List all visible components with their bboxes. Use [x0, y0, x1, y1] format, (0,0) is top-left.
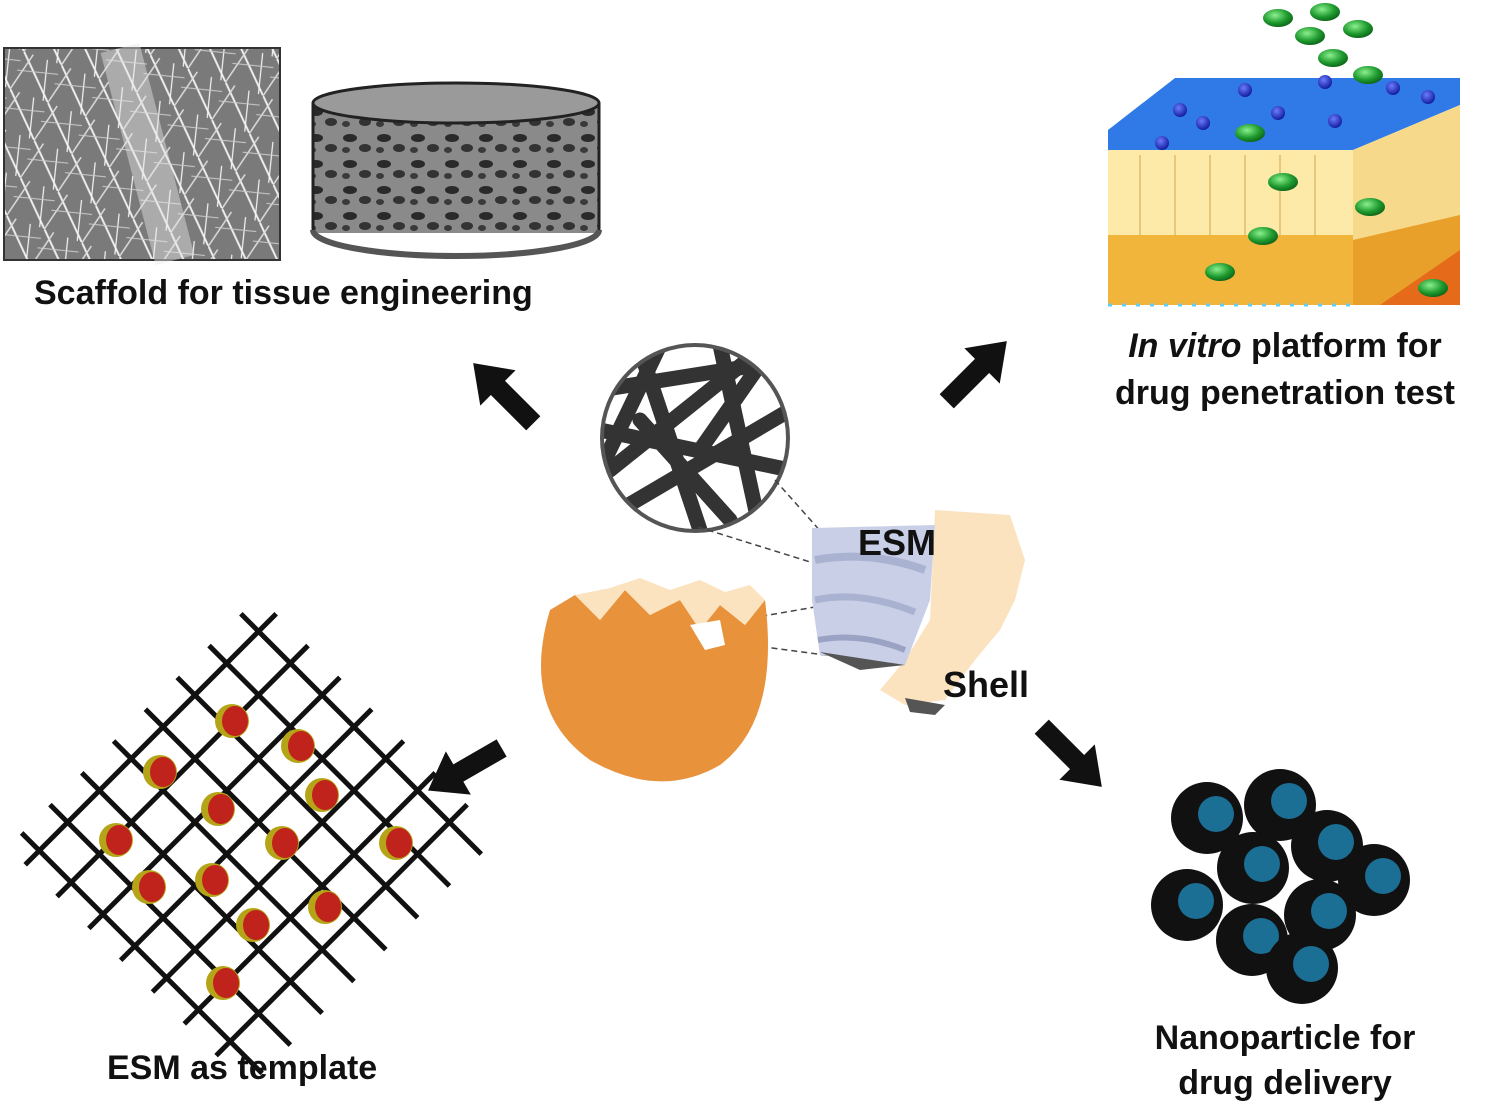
fiber-network-zoom-circle — [600, 343, 790, 533]
template-dot — [281, 729, 315, 763]
drug-blue-dot — [1155, 136, 1169, 150]
template-dot — [215, 704, 249, 738]
drug-blue-dot — [1196, 116, 1210, 130]
drug-green-pill — [1343, 20, 1373, 38]
drug-blue-dot — [1318, 75, 1332, 89]
template-dot — [195, 863, 229, 897]
drug-green-pill — [1310, 3, 1340, 21]
template-dot — [201, 792, 235, 826]
shell-cross-section — [812, 510, 1025, 715]
drug-green-pill — [1205, 263, 1235, 281]
invitro-label: In vitro platform for drug penetration t… — [1080, 323, 1487, 417]
template-dot — [99, 823, 133, 857]
template-dots — [99, 704, 413, 1000]
drug-blue-dot — [1421, 90, 1435, 104]
shell-label: Shell — [943, 664, 1029, 705]
drug-green-pill — [1295, 27, 1325, 45]
template-label: ESM as template — [107, 1049, 378, 1087]
drug-green-pill — [1263, 9, 1293, 27]
drug-green-pill — [1235, 124, 1265, 142]
template-dot — [236, 908, 270, 942]
drug-particles — [1155, 3, 1448, 297]
drug-green-pill — [1418, 279, 1448, 297]
drug-blue-dot — [1328, 114, 1342, 128]
template-dot — [265, 826, 299, 860]
esm-template-grid — [19, 611, 484, 1076]
invitro-italic: In vitro — [1128, 327, 1242, 365]
cracked-egg — [541, 578, 768, 782]
template-dot — [132, 870, 166, 904]
drug-green-pill — [1355, 198, 1385, 216]
arrow-to-template — [428, 739, 507, 795]
drug-blue-dot — [1238, 83, 1252, 97]
nanoparticle-label: Nanoparticle for drug delivery — [1115, 1016, 1455, 1106]
drug-green-pill — [1318, 49, 1348, 67]
drug-green-pill — [1353, 66, 1383, 84]
drug-green-pill — [1268, 173, 1298, 191]
nanoparticle — [1151, 869, 1223, 941]
arrow-to-nanoparticle — [1034, 719, 1102, 787]
drug-blue-dot — [1271, 106, 1285, 120]
template-dot — [143, 755, 177, 789]
porous-scaffold-cylinder — [310, 81, 602, 259]
nanoparticle — [1338, 844, 1410, 916]
nanoparticle — [1217, 832, 1289, 904]
esm-label: ESM — [858, 522, 936, 563]
drug-blue-dot — [1173, 103, 1187, 117]
template-dot — [308, 890, 342, 924]
scaffold-label: Scaffold for tissue engineering — [34, 274, 533, 312]
template-dot — [305, 778, 339, 812]
sem-fiber-image — [3, 42, 281, 266]
nanoparticle — [1171, 782, 1243, 854]
template-dot — [206, 966, 240, 1000]
nanoparticle — [1266, 932, 1338, 1004]
drug-green-pill — [1248, 227, 1278, 245]
drug-blue-dot — [1386, 81, 1400, 95]
invitro-line2: drug penetration test — [1114, 373, 1456, 412]
nanoparticle-cluster — [1151, 769, 1410, 1004]
nano-line1: Nanoparticle for — [1154, 1019, 1416, 1057]
invitro-rest: platform for — [1241, 327, 1442, 365]
template-dot — [379, 826, 413, 860]
skin-model-block — [1108, 78, 1460, 307]
nano-line2: drug delivery — [1178, 1063, 1392, 1102]
nanoparticle — [1244, 769, 1316, 841]
arrow-to-scaffold — [473, 363, 541, 431]
arrow-to-invitro — [939, 341, 1007, 409]
